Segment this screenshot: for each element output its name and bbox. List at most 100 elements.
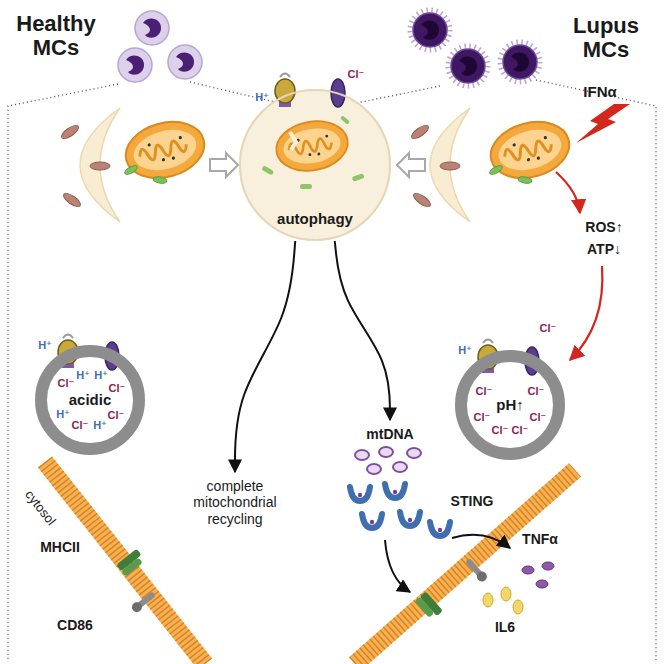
- connector-arrow: [235, 241, 295, 472]
- mhcii-molecule: [116, 549, 443, 621]
- adaptor-leaf: [518, 176, 533, 184]
- il6-molecule: [483, 587, 523, 614]
- mtdna-ring: [367, 464, 381, 474]
- cytokine-label: IL6: [495, 620, 515, 635]
- black-arrow: [385, 535, 510, 592]
- ifn-lightning: [576, 104, 630, 143]
- sting-dimer: [350, 484, 450, 536]
- lysosome-ring: [41, 351, 139, 449]
- adaptor-leaf: [123, 164, 138, 176]
- cd86-molecule: [130, 590, 157, 615]
- metabolite-label: ATP↓: [587, 242, 621, 257]
- lysosome-interior: [467, 362, 553, 448]
- il6-molecule: [513, 600, 523, 614]
- lupus-cells: [448, 46, 488, 86]
- mtdna-ring: [379, 447, 393, 457]
- ion-label: H⁺: [93, 419, 107, 431]
- ion-label: Cl⁻: [476, 385, 493, 397]
- tnf-molecule: [522, 562, 554, 588]
- adaptor-leaf: [488, 164, 503, 176]
- hollow-arrow: [210, 153, 238, 177]
- receptor-oval: [60, 123, 81, 141]
- cytokine-label: IFNα: [583, 84, 616, 101]
- red-arrow: [556, 172, 580, 213]
- healthy-cells: [118, 48, 152, 82]
- connector-arrow: [335, 241, 390, 420]
- autophagosome-body: [340, 115, 350, 124]
- phagophore-crescent: [80, 108, 120, 222]
- sting-dimer: [400, 512, 420, 526]
- autophagosome-body: [300, 184, 312, 189]
- tnf-molecule: [536, 580, 548, 588]
- proton-pump: [58, 74, 498, 374]
- ion-label: Cl⁻: [109, 382, 126, 394]
- adaptor-leaf: [153, 176, 168, 184]
- mtdna-ring: [355, 450, 369, 460]
- metabolite-label: ROS↑: [585, 220, 622, 235]
- red-arrow: [556, 172, 602, 360]
- ion-label: H⁺: [255, 91, 269, 103]
- cell-membrane: [355, 470, 575, 664]
- mitochondrion: [119, 114, 210, 187]
- healthy-cells: [135, 11, 169, 45]
- receptor-oval: [440, 162, 460, 170]
- sting-dimer: [350, 487, 370, 501]
- ion-label: H⁺: [458, 344, 472, 356]
- ion-label: Cl⁻: [474, 411, 491, 423]
- mtdna-ring: [407, 448, 421, 458]
- receptor-oval: [412, 191, 433, 209]
- ion-label: Cl⁻: [512, 424, 529, 436]
- lysosome: pH↑: [455, 350, 565, 460]
- healthy-cells: [168, 45, 202, 79]
- panel-heading: Lupus MCs: [558, 14, 654, 62]
- chloride-channel: [105, 79, 539, 375]
- cell-membrane: [45, 462, 575, 664]
- autophagosome-body: [261, 165, 274, 175]
- mitochondrion: [484, 114, 575, 187]
- mtdna-ring: [393, 462, 407, 472]
- autophagosome-body: [290, 132, 296, 150]
- lysosome: acidic: [35, 345, 145, 455]
- ion-label: Cl⁻: [528, 385, 545, 397]
- protein-label: MHCII: [40, 540, 80, 555]
- il6-molecule: [501, 587, 511, 601]
- compartment-label: cytosol: [22, 488, 58, 529]
- panel-dotted-line: [8, 80, 656, 660]
- autophagosome-outline: [240, 90, 390, 240]
- black-arrow: [452, 535, 510, 548]
- proton-pump: [275, 74, 295, 108]
- node-text: autophagy: [277, 210, 353, 227]
- ion-label: H⁺: [38, 339, 52, 351]
- ion-label: H⁺: [94, 369, 108, 381]
- autophagosome-body: [239, 89, 391, 241]
- tnf-molecule: [542, 562, 554, 570]
- ion-label: Cl⁻: [72, 419, 89, 431]
- lysosome-interior: [47, 357, 133, 443]
- ion-label: Cl⁻: [108, 409, 125, 421]
- cytokine-label: TNFα: [522, 532, 558, 547]
- node-text: pH↑: [496, 396, 524, 413]
- cell-membrane: [355, 470, 575, 664]
- autophagosome: autophagy: [239, 89, 391, 241]
- receptor-oval: [410, 123, 431, 141]
- mtdna-text: mtDNA: [350, 420, 430, 449]
- autophagosome-body: [272, 116, 351, 176]
- phagophore-crescent: [430, 108, 470, 222]
- mhcii-molecule: [414, 591, 442, 620]
- node-text: acidic: [69, 391, 112, 408]
- ion-label: Cl⁻: [58, 377, 75, 389]
- panel-heading: Healthy MCs: [6, 12, 106, 60]
- protein-label: STING: [451, 494, 494, 509]
- cd86-molecule: [130, 557, 489, 615]
- outcome-text: complete mitochondrial recycling: [179, 472, 291, 533]
- receptor-oval: [90, 162, 110, 170]
- black-arrow: [385, 540, 410, 592]
- lysosome-ring: [461, 356, 559, 454]
- ion-label: Cl⁻: [492, 424, 509, 436]
- ion-label: H⁺: [56, 408, 70, 420]
